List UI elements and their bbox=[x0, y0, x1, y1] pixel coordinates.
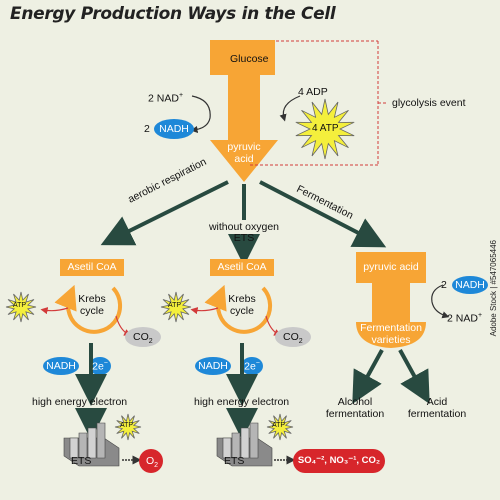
glycolysis-bracket bbox=[250, 40, 388, 166]
high-energy-label-1: high energy electron bbox=[32, 396, 128, 408]
ets-atp-label-1: ATP bbox=[120, 422, 134, 429]
acetyl-coa-label-1: Asetil CoA bbox=[67, 261, 117, 273]
ets-step bbox=[240, 427, 250, 459]
starburst-shape bbox=[160, 291, 192, 323]
nadh-badge-2 bbox=[195, 357, 231, 375]
nadh-label-2: NADH bbox=[198, 360, 228, 372]
co2-label-2: CO2 bbox=[283, 331, 303, 346]
ets-staircase-2 bbox=[216, 422, 273, 467]
electron-badge-2 bbox=[241, 357, 263, 375]
pathway-aerobic bbox=[40, 259, 163, 473]
ets-step bbox=[231, 432, 241, 459]
atp-red-arrow-2 bbox=[190, 307, 219, 315]
ets-step bbox=[96, 422, 106, 459]
fermentation-nad-curve bbox=[431, 284, 450, 319]
ets-label-2: ETS bbox=[224, 455, 245, 467]
ets-atp-label-2: ATP bbox=[272, 422, 286, 429]
acetyl-coa-box-1 bbox=[60, 259, 124, 276]
ets-staircase-1 bbox=[63, 422, 120, 467]
nadh-label-glycolysis: NADH bbox=[159, 123, 189, 135]
atp-star-glycolysis bbox=[295, 98, 355, 160]
stock-watermark: Adobe Stock | #547065446 bbox=[489, 240, 498, 337]
adp-in-label: 4 ADP bbox=[298, 86, 328, 98]
page-title: Energy Production Ways in the Cell bbox=[10, 4, 336, 24]
atp-star-1 bbox=[5, 291, 37, 323]
starburst-shape bbox=[114, 413, 142, 441]
atp-star-ets-1 bbox=[114, 413, 142, 441]
co2-label-1: CO2 bbox=[133, 331, 153, 346]
nadh-label-1: NADH bbox=[46, 360, 76, 372]
ets-step bbox=[87, 427, 97, 459]
krebs-cycle-ring-2 bbox=[204, 284, 273, 334]
glycolysis-event-label: glycolysis event bbox=[392, 97, 466, 109]
nad-in-label: 2 NAD+ bbox=[148, 92, 184, 105]
branch-arrow-fermentation bbox=[259, 180, 387, 248]
fermentation-nad-out-label: 2 NAD+ bbox=[447, 312, 483, 325]
nadh-prefix-label: 2 bbox=[144, 123, 150, 135]
ets-label-1: ETS bbox=[71, 455, 92, 467]
product-multi-label: SO₄⁻², NO₃⁻¹, CO₂ bbox=[297, 455, 381, 466]
nadh-badge-glycolysis bbox=[154, 119, 194, 139]
fermentation-arrow bbox=[356, 252, 426, 348]
ets-step bbox=[249, 422, 259, 459]
atp-star-label-1: ATP bbox=[13, 302, 27, 309]
fermentation-nadh-prefix: 2 bbox=[441, 279, 447, 291]
fermentation-arrow-acid bbox=[398, 349, 430, 405]
glucose-label: Glucose bbox=[230, 53, 269, 65]
co2-badge-1 bbox=[125, 327, 161, 347]
starburst-shape bbox=[295, 98, 355, 160]
product-o2-label: O2 bbox=[145, 455, 159, 470]
acetyl-coa-label-2: Asetil CoA bbox=[217, 261, 267, 273]
starburst-shape bbox=[5, 291, 37, 323]
glycolysis-arrow bbox=[210, 40, 278, 182]
ets-step bbox=[69, 437, 79, 459]
atp-red-arrow-1 bbox=[40, 307, 69, 315]
adp-curve-arrow bbox=[279, 95, 301, 122]
branch-arrow-aerobic bbox=[100, 180, 229, 246]
nadh-badge-fermentation bbox=[452, 276, 488, 294]
pathway-without-oxygen bbox=[190, 259, 385, 473]
atp-out-label: 4 ATP bbox=[312, 123, 339, 134]
electron-badge-1 bbox=[89, 357, 111, 375]
nadh-badge-1 bbox=[43, 357, 79, 375]
atp-star-ets-2 bbox=[266, 413, 294, 441]
acetyl-coa-box-2 bbox=[210, 259, 274, 276]
electron-label-1: 2e− bbox=[92, 360, 108, 373]
product-multi-badge bbox=[293, 449, 385, 473]
high-energy-label-2: high energy electron bbox=[194, 396, 290, 408]
nad-curve-arrow bbox=[190, 95, 211, 134]
electron-label-2: 2e− bbox=[244, 360, 260, 373]
atp-star-2 bbox=[160, 291, 192, 323]
fermentation-arrow-alcohol bbox=[352, 349, 384, 405]
atp-star-label-2: ATP bbox=[168, 302, 182, 309]
starburst-shape bbox=[266, 413, 294, 441]
product-o2-badge bbox=[139, 449, 163, 473]
ets-step bbox=[78, 432, 88, 459]
fermentation-pyruvic-label: pyruvic acid bbox=[363, 261, 419, 273]
co2-badge-2 bbox=[275, 327, 311, 347]
krebs-cycle-ring-1 bbox=[54, 284, 123, 334]
fermentation-nadh-label: NADH bbox=[455, 279, 485, 291]
ets-step bbox=[222, 437, 232, 459]
